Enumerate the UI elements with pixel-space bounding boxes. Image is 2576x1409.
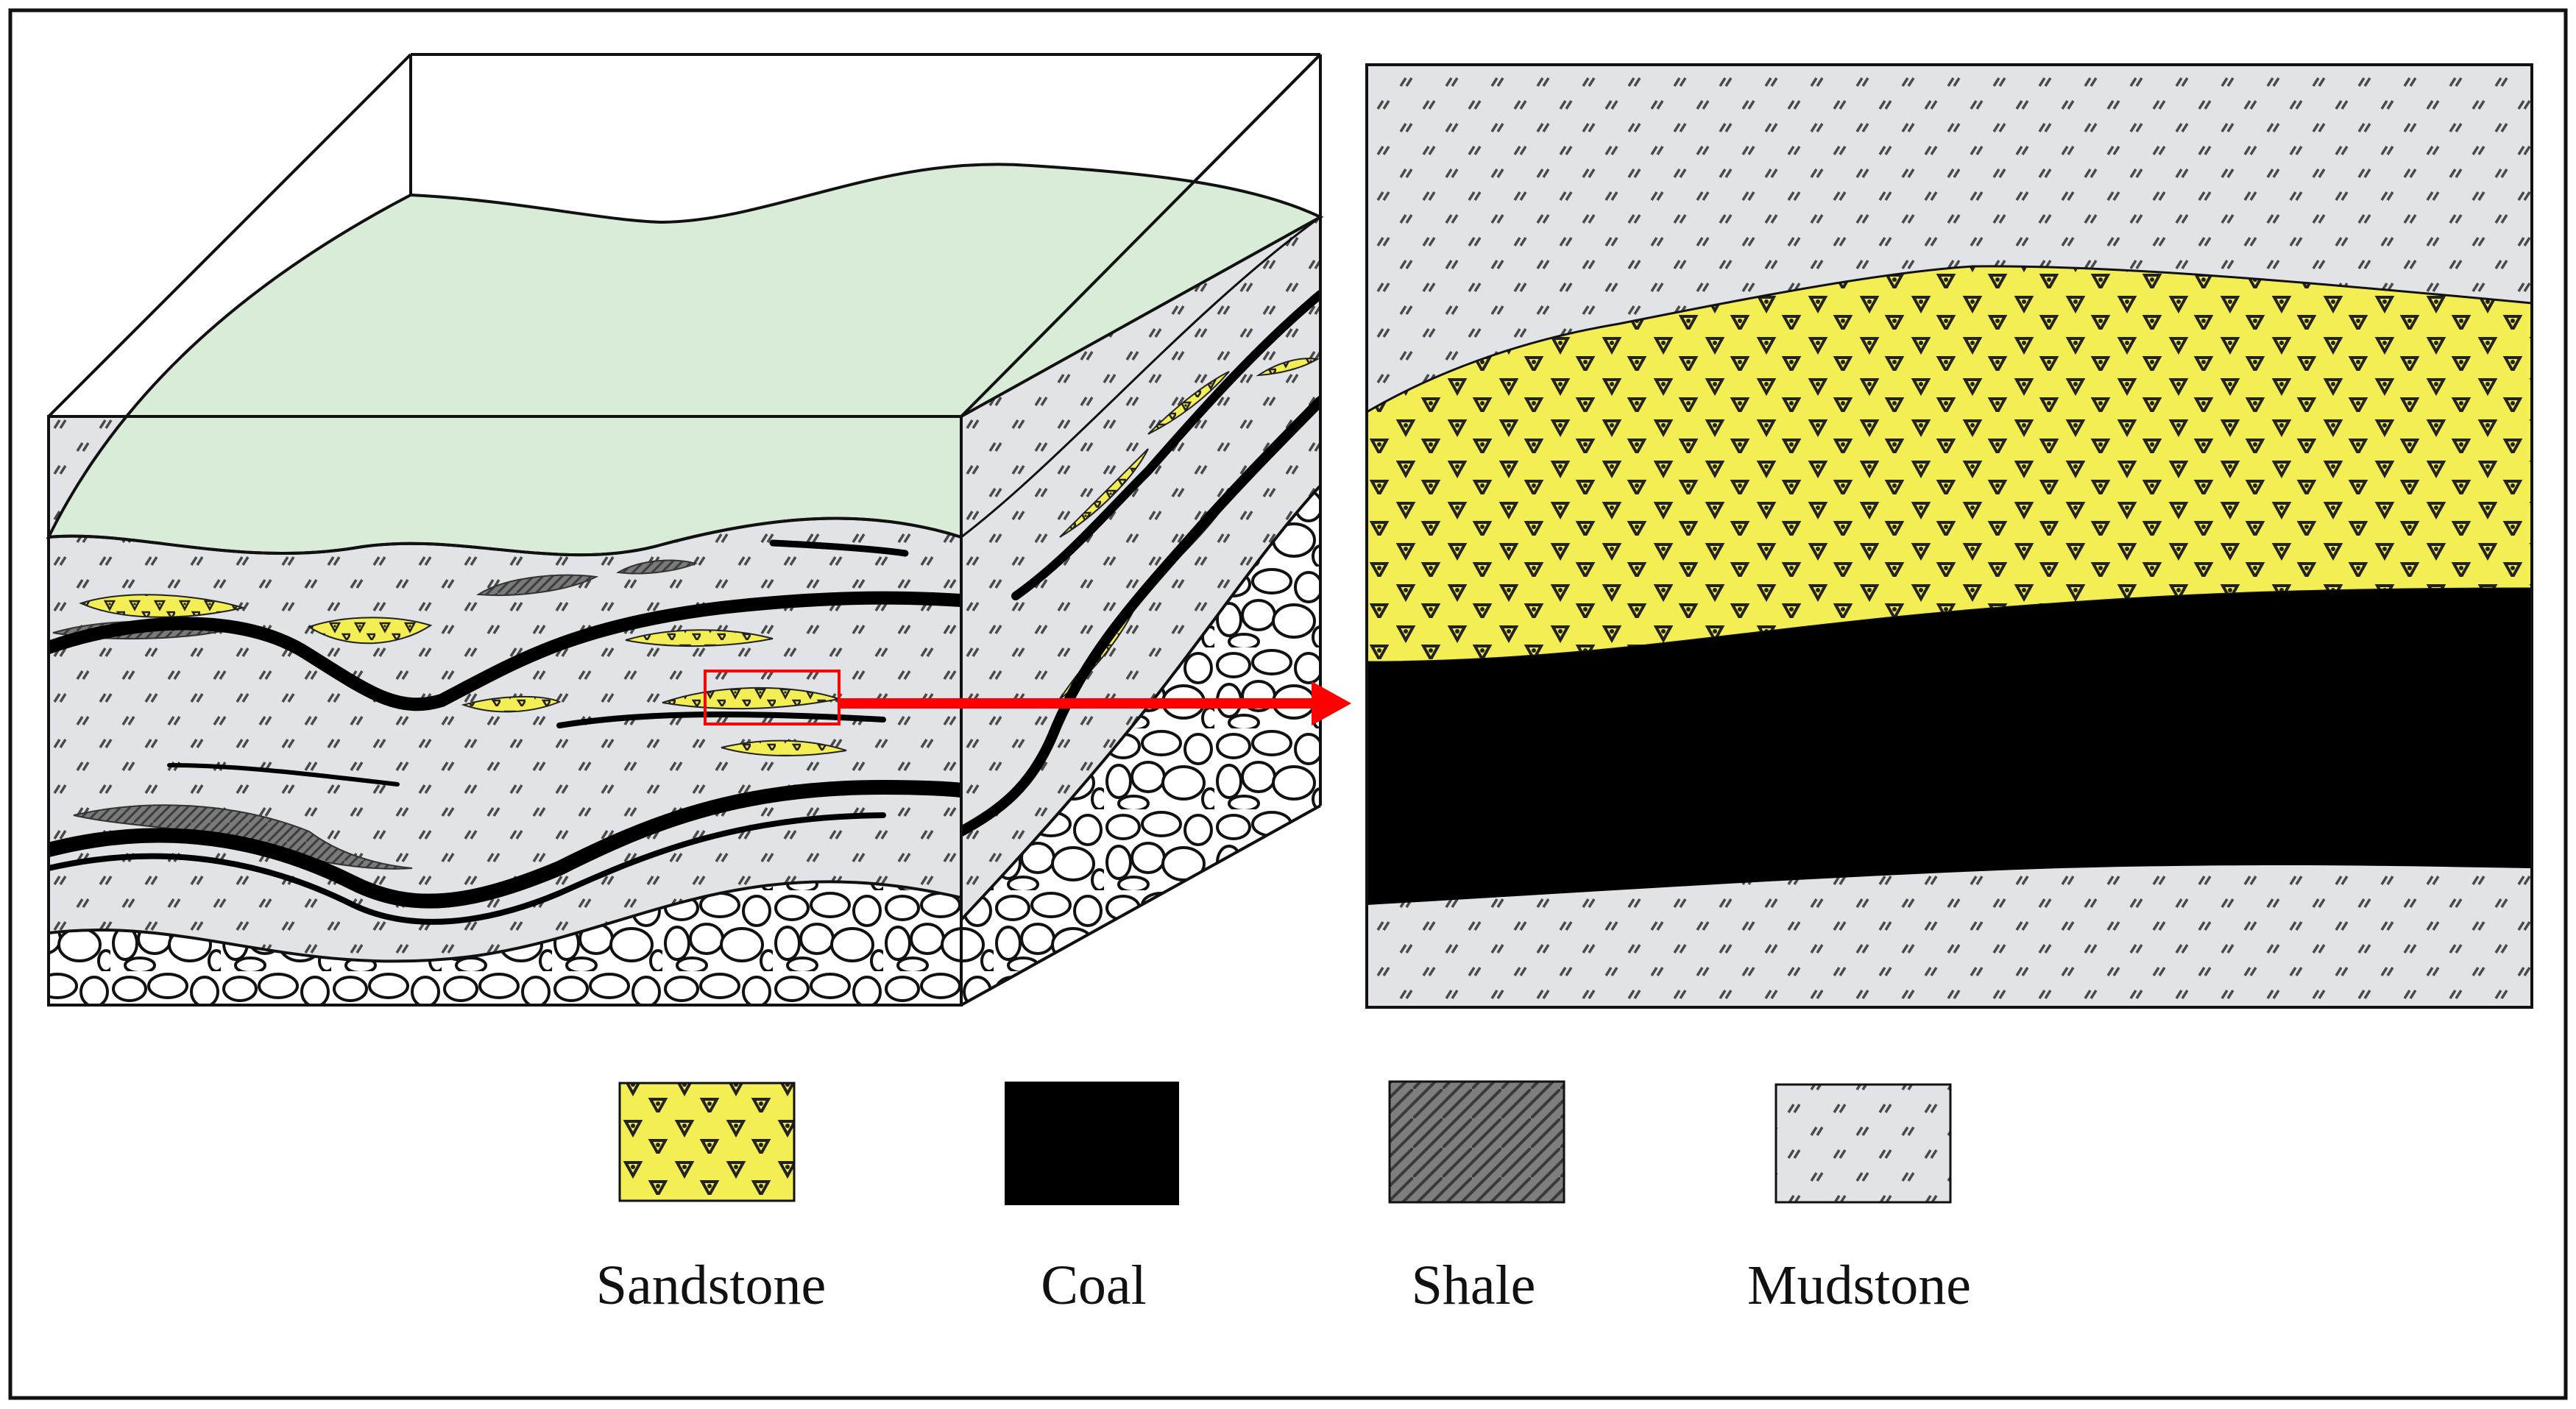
legend-swatch-sandstone [618,1082,796,1202]
block-diagram [46,53,1324,1007]
legend-label-coal: Coal [1041,1254,1147,1316]
zoom-arrow [839,681,1351,725]
legend: Sandstone Coal Shale Mudstone [596,1080,1971,1316]
legend-swatch-coal [1005,1082,1179,1205]
legend-label-sandstone: Sandstone [596,1254,826,1316]
zoomed-section [1367,65,2532,1007]
zoomed-section-frame [1365,63,2533,1009]
zoom-sandstone-layer [1367,265,2532,664]
legend-label-mudstone: Mudstone [1747,1254,1971,1316]
zoom-coal-layer [1367,589,2532,905]
legend-swatch-shale [1388,1080,1565,1204]
legend-label-shale: Shale [1412,1254,1536,1316]
legend-swatch-mudstone [1774,1083,1952,1204]
block-side-face [961,217,1320,1005]
zoom-highlight-box [704,670,841,725]
figure-frame [8,8,2568,1400]
